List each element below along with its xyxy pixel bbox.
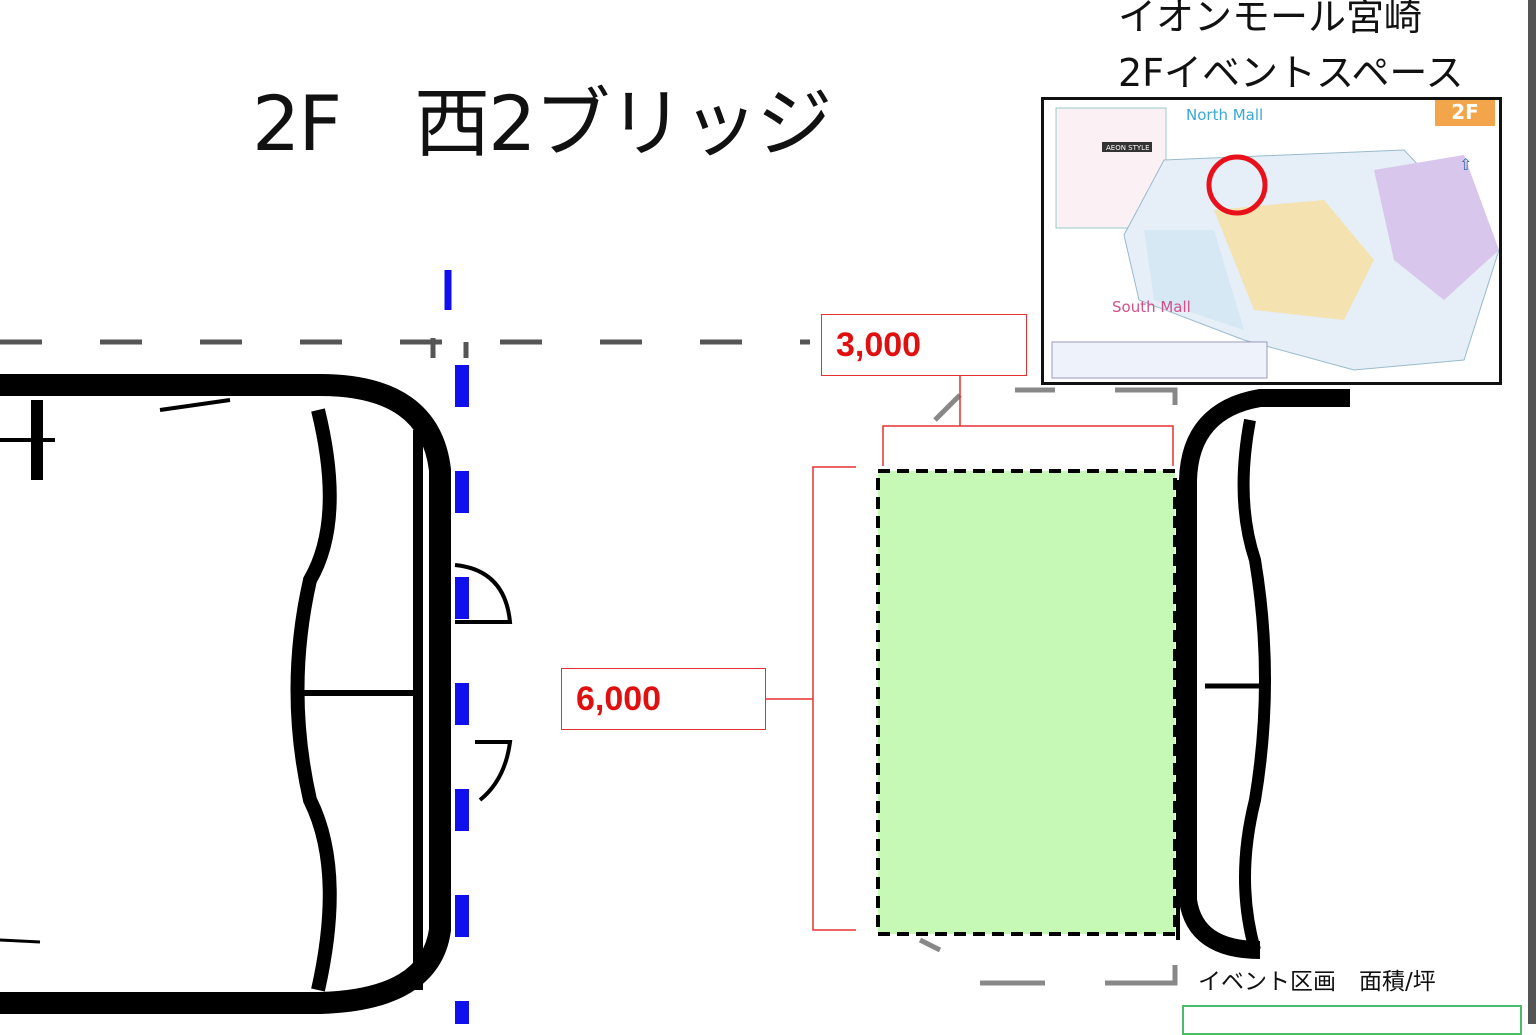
left-bridge-outline [0,374,513,1014]
map-legend [1051,341,1268,379]
scrollbar[interactable] [1528,0,1536,1024]
map-drawing: AEON STYLE ⇧ [1051,107,1499,379]
event-area [876,469,1177,936]
location-highlight-circle [1206,154,1268,216]
floor-badge: 2F [1435,100,1495,126]
right-guide-lines [918,387,1178,986]
page-title: 2F 西2ブリッジ [252,79,832,168]
south-mall-label: South Mall [1112,298,1191,316]
map-zone [1144,230,1244,330]
area-label: イベント区画 面積/坪 [1198,969,1436,995]
mall-floor-map: AEON STYLE ⇧ North Mall South Mall 2F [1041,97,1502,385]
mall-name: イオンモール宮崎 [1118,0,1423,39]
aeon-style-block [1102,142,1152,152]
area-table [1182,1005,1522,1035]
north-mall-label: North Mall [1186,106,1264,124]
compass-icon: ⇧ [1459,155,1472,174]
map-zone [1214,200,1374,320]
dimension-brackets [766,376,1174,931]
mall-subtitle: 2Fイベントスペース [1118,51,1464,95]
right-bridge-outline [1176,389,1350,959]
width-dimension-label: 3,000 [821,314,1027,376]
map-zone [1374,155,1499,300]
aeon-style-label: AEON STYLE [1106,144,1150,152]
depth-dimension-label: 6,000 [561,668,766,730]
